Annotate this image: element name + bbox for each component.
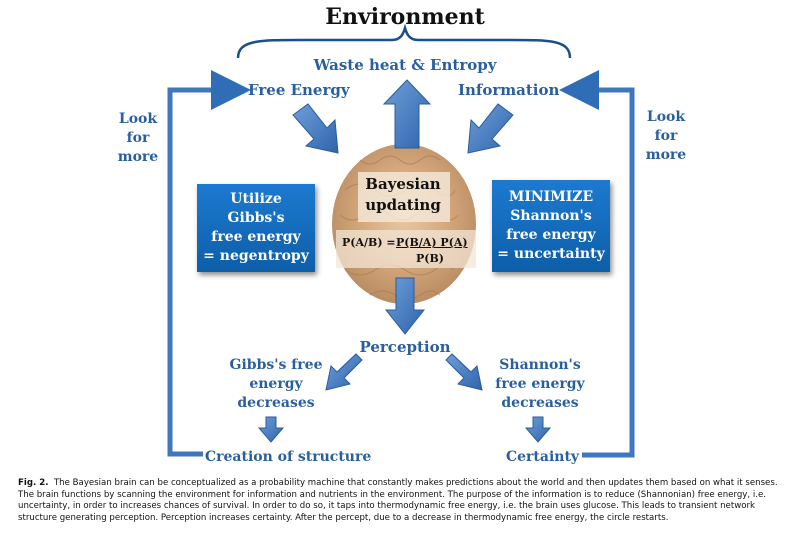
right-box-line1: MINIMIZE	[508, 189, 594, 205]
perception-label: Perception	[359, 338, 451, 356]
loop-right	[559, 70, 635, 458]
right-box-line4: = uncertainty	[497, 246, 605, 262]
caption-text: The Bayesian brain can be conceptualized…	[18, 478, 778, 523]
look-for-more-left: Look for more	[117, 111, 159, 165]
arrow-to-shannon	[445, 353, 483, 391]
arrow-free-energy-in	[292, 103, 339, 154]
arrow-down-perception	[384, 277, 426, 335]
arrow-to-gibbs	[325, 353, 363, 391]
look-for-more-right: Look for more	[645, 109, 687, 163]
arrow-shannon-down	[524, 416, 552, 443]
formula-backdrop	[336, 230, 476, 268]
bayes-label-backdrop	[358, 172, 450, 222]
gibbs-decreases-label: Gibbs's free energy decreases	[229, 357, 323, 411]
formula-numerator: P(B/A) P(A)	[396, 236, 468, 249]
right-box-line2: Shannon's	[510, 208, 592, 224]
formula-lhs: P(A/B) =	[342, 236, 396, 249]
right-box-line3: free energy	[506, 227, 596, 243]
bayesian-updating-label: Bayesian updating	[365, 175, 441, 214]
left-box-line1: Utilize	[230, 191, 282, 207]
arrow-information-in	[467, 103, 514, 154]
shannon-decreases-label: Shannon's free energy decreases	[495, 357, 585, 411]
utilize-gibbs-box: Utilize Gibbs's free energy = negentropy	[197, 184, 315, 272]
environment-brace	[236, 23, 572, 59]
loop-left	[167, 70, 251, 457]
caption-label: Fig. 2.	[18, 478, 49, 488]
environment-title: Environment	[325, 4, 485, 30]
left-box-line3: free energy	[211, 229, 301, 245]
formula-denominator: P(B)	[416, 252, 444, 265]
creation-of-structure-label: Creation of structure	[205, 449, 372, 465]
figure-caption: Fig. 2. The Bayesian brain can be concep…	[18, 478, 794, 524]
arrow-up-waste	[382, 79, 432, 149]
free-energy-label: Free Energy	[248, 81, 350, 99]
waste-heat-label: Waste heat & Entropy	[313, 56, 497, 74]
minimize-shannon-box: MINIMIZE Shannon's free energy = uncerta…	[492, 180, 610, 272]
left-box-line4: = negentropy	[203, 248, 309, 264]
left-box-line2: Gibbs's	[227, 210, 285, 226]
arrow-gibbs-down	[257, 416, 285, 443]
certainty-label: Certainty	[506, 449, 580, 465]
information-label: Information	[458, 81, 560, 99]
